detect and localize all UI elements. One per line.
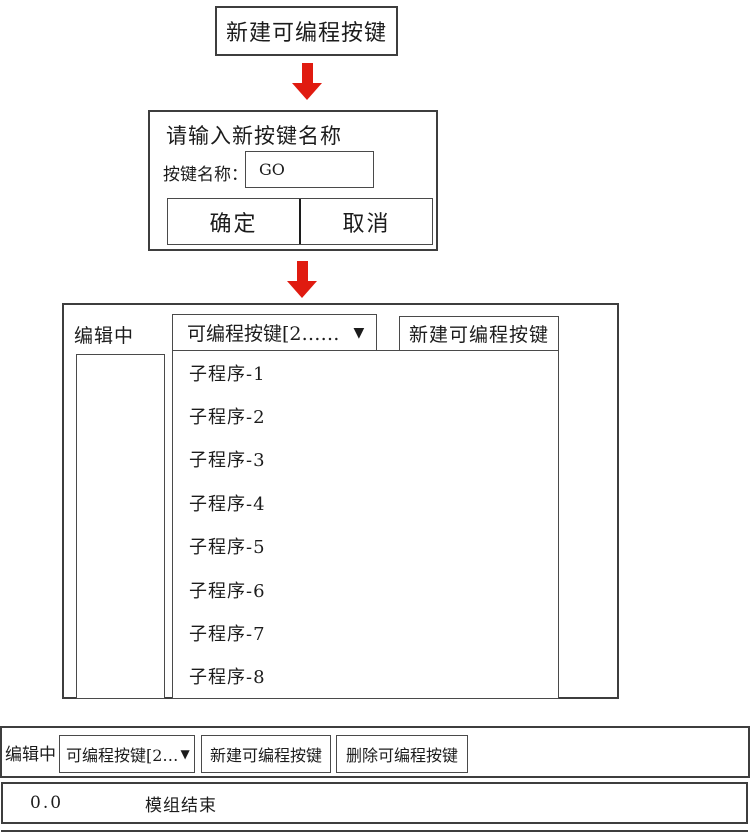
dropdown-selected-value: 可编程按键[2… bbox=[66, 746, 179, 765]
list-item[interactable]: 子程序-2 bbox=[189, 407, 266, 429]
cancel-button[interactable]: 取消 bbox=[342, 211, 391, 237]
dropdown-selected-value: 可编程按键[2…… bbox=[187, 323, 340, 345]
program-content-panel bbox=[76, 354, 165, 699]
new-key-name-dialog: 请输入新按键名称 按键名称： GO 确定 取消 bbox=[148, 110, 438, 251]
ok-button[interactable]: 确定 bbox=[168, 199, 301, 244]
list-item[interactable]: 子程序-3 bbox=[189, 450, 266, 472]
chevron-down-icon: ▼ bbox=[353, 324, 365, 341]
chevron-down-icon: ▼ bbox=[180, 747, 190, 761]
editing-status-label: 编辑中 bbox=[5, 744, 56, 765]
delete-programmable-key-button[interactable]: 删除可编程按键 bbox=[336, 735, 468, 773]
new-programmable-key-button[interactable]: 新建可编程按键 bbox=[201, 735, 331, 773]
key-name-label: 按键名称： bbox=[163, 165, 248, 185]
program-line[interactable]: 0.0 模组结束 bbox=[1, 782, 748, 824]
bottom-toolbar: 编辑中 可编程按键[2… ▼ 新建可编程按键 删除可编程按键 bbox=[0, 726, 750, 778]
flow-arrow-down-icon bbox=[287, 261, 317, 298]
new-programmable-key-button[interactable]: 新建可编程按键 bbox=[399, 316, 559, 351]
list-item[interactable]: 子程序-4 bbox=[189, 493, 266, 515]
line-instruction: 模组结束 bbox=[145, 795, 217, 816]
flow-arrow-down-icon bbox=[292, 63, 322, 100]
list-item[interactable]: 子程序-1 bbox=[189, 363, 266, 385]
editor-screen: 编辑中 可编程按键[2…… ▼ 新建可编程按键 子程序-1 子程序-2 子程序-… bbox=[62, 303, 619, 699]
programmable-key-dropdown[interactable]: 可编程按键[2… ▼ bbox=[59, 735, 195, 773]
subroutine-dropdown-list: 子程序-1 子程序-2 子程序-3 子程序-4 子程序-5 子程序-6 子程序-… bbox=[172, 350, 559, 699]
key-name-input[interactable]: GO bbox=[245, 151, 374, 188]
new-programmable-key-button[interactable]: 新建可编程按键 bbox=[215, 6, 398, 56]
list-item[interactable]: 子程序-5 bbox=[189, 537, 266, 559]
list-item[interactable]: 子程序-8 bbox=[189, 667, 266, 689]
line-number: 0.0 bbox=[30, 793, 64, 813]
list-item[interactable]: 子程序-6 bbox=[189, 580, 266, 602]
list-item[interactable]: 子程序-7 bbox=[189, 623, 266, 645]
editing-status-label: 编辑中 bbox=[74, 325, 135, 347]
dialog-button-row: 确定 取消 bbox=[167, 198, 433, 245]
next-row-divider bbox=[1, 830, 748, 834]
programmable-key-dropdown[interactable]: 可编程按键[2…… ▼ bbox=[172, 314, 377, 351]
dialog-title: 请输入新按键名称 bbox=[166, 124, 342, 148]
